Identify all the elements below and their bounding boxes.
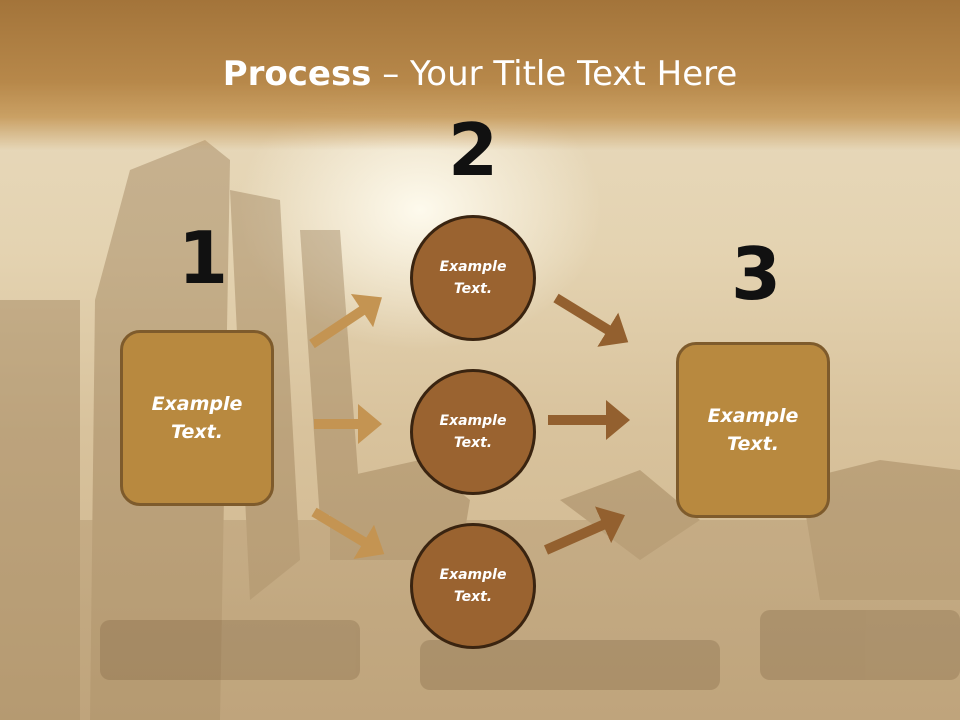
arrow-circle3-to-box3 [543, 506, 625, 555]
header-band [0, 0, 960, 150]
arrow-box1-to-circle1 [309, 294, 382, 349]
step-number-3: 3 [731, 232, 782, 316]
step-number-1: 1 [178, 216, 229, 300]
slide-title: Process – Your Title Text Here [0, 54, 960, 94]
arrow-circle1-to-box3 [553, 293, 629, 347]
title-bold-part: Process [222, 54, 372, 94]
title-rest-part: – Your Title Text Here [371, 54, 738, 94]
arrow-box1-to-circle3 [311, 507, 385, 559]
step-number-2: 2 [448, 108, 499, 192]
